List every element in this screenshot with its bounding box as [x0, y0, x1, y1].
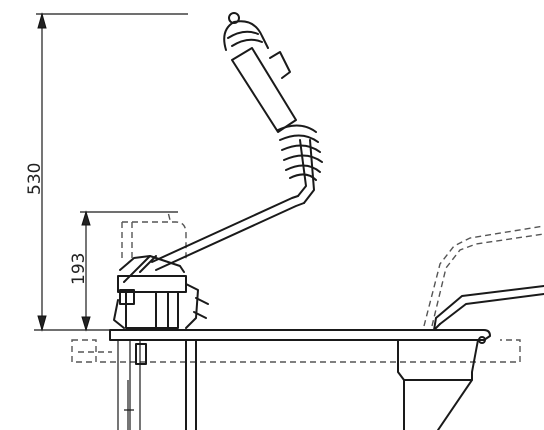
spring-coil	[277, 124, 323, 181]
table-underside	[117, 336, 486, 430]
dim-label-193: 193	[69, 253, 89, 285]
bolt-icon	[478, 336, 486, 344]
dashed-table-outline	[71, 339, 521, 363]
dimension-530: 530	[25, 12, 188, 332]
column-body	[113, 255, 209, 329]
arrow-down-icon	[81, 316, 91, 332]
table-top	[109, 329, 491, 341]
arrow-up-icon	[81, 210, 91, 226]
dimension-193: 193	[69, 210, 178, 332]
handle-ring-icon	[228, 12, 240, 24]
dashed-column-outline	[121, 211, 187, 262]
handle-grip	[223, 12, 297, 133]
right-arm	[423, 225, 544, 331]
arrow-up-icon	[37, 12, 47, 29]
dim-label-530: 530	[25, 163, 45, 195]
lever-arm	[151, 139, 315, 271]
arrow-down-icon	[37, 315, 47, 332]
